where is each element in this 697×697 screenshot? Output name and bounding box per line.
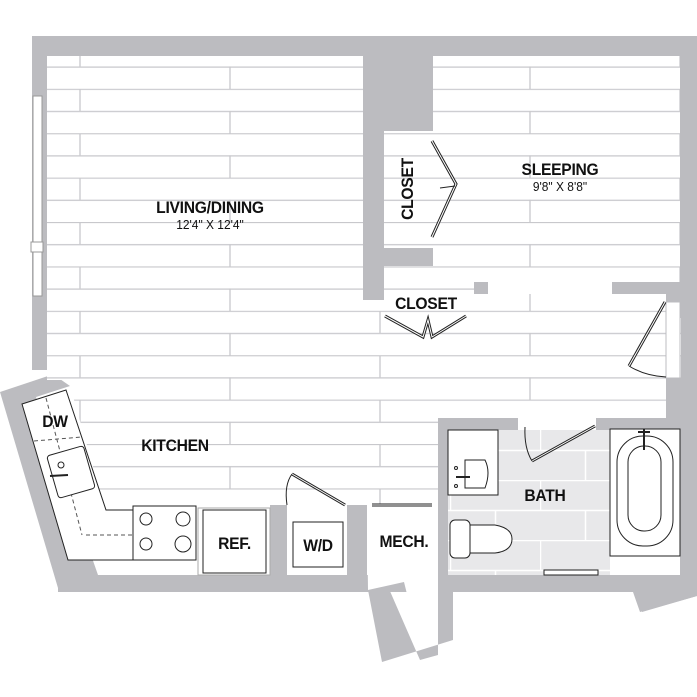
closet-1-floor	[384, 131, 433, 248]
range	[132, 505, 197, 561]
refrigerator	[197, 507, 271, 576]
bathtub	[609, 428, 681, 557]
fixture-label-dw: DW	[42, 412, 68, 431]
room-label-mech: MECH.	[379, 532, 429, 551]
mech-room	[367, 503, 438, 630]
entry-door	[627, 301, 681, 379]
closet-2-floor	[384, 266, 474, 318]
closet-2-doors	[384, 314, 467, 340]
room-label-bath: BATH	[524, 486, 566, 505]
fixture-label-ref: REF.	[218, 534, 251, 553]
room-label-closet-2: CLOSET	[395, 294, 457, 313]
washer-dryer	[285, 472, 347, 575]
kitchen-sink	[46, 445, 96, 499]
bath-room	[447, 424, 610, 576]
toilet	[449, 519, 513, 559]
window-left	[30, 95, 44, 297]
room-label-closet-1: CLOSET	[398, 158, 417, 220]
room-dimensions: 9'8" X 8'8"	[532, 179, 588, 194]
room-dimensions: 12'4" X 12'4"	[176, 217, 244, 232]
room-label-sleeping: SLEEPING 9'8" X 8'8"	[490, 160, 630, 195]
bath-sink	[454, 459, 489, 489]
fixture-label-wd: W/D	[303, 536, 333, 555]
room-label-living-dining: LIVING/DINING 12'4" X 12'4"	[120, 198, 300, 233]
room-label-kitchen: KITCHEN	[141, 436, 209, 455]
room-name: LIVING/DINING	[156, 198, 264, 217]
room-name: SLEEPING	[521, 160, 599, 179]
closet-1-doors	[430, 140, 458, 238]
sleeping-floor	[433, 56, 680, 282]
